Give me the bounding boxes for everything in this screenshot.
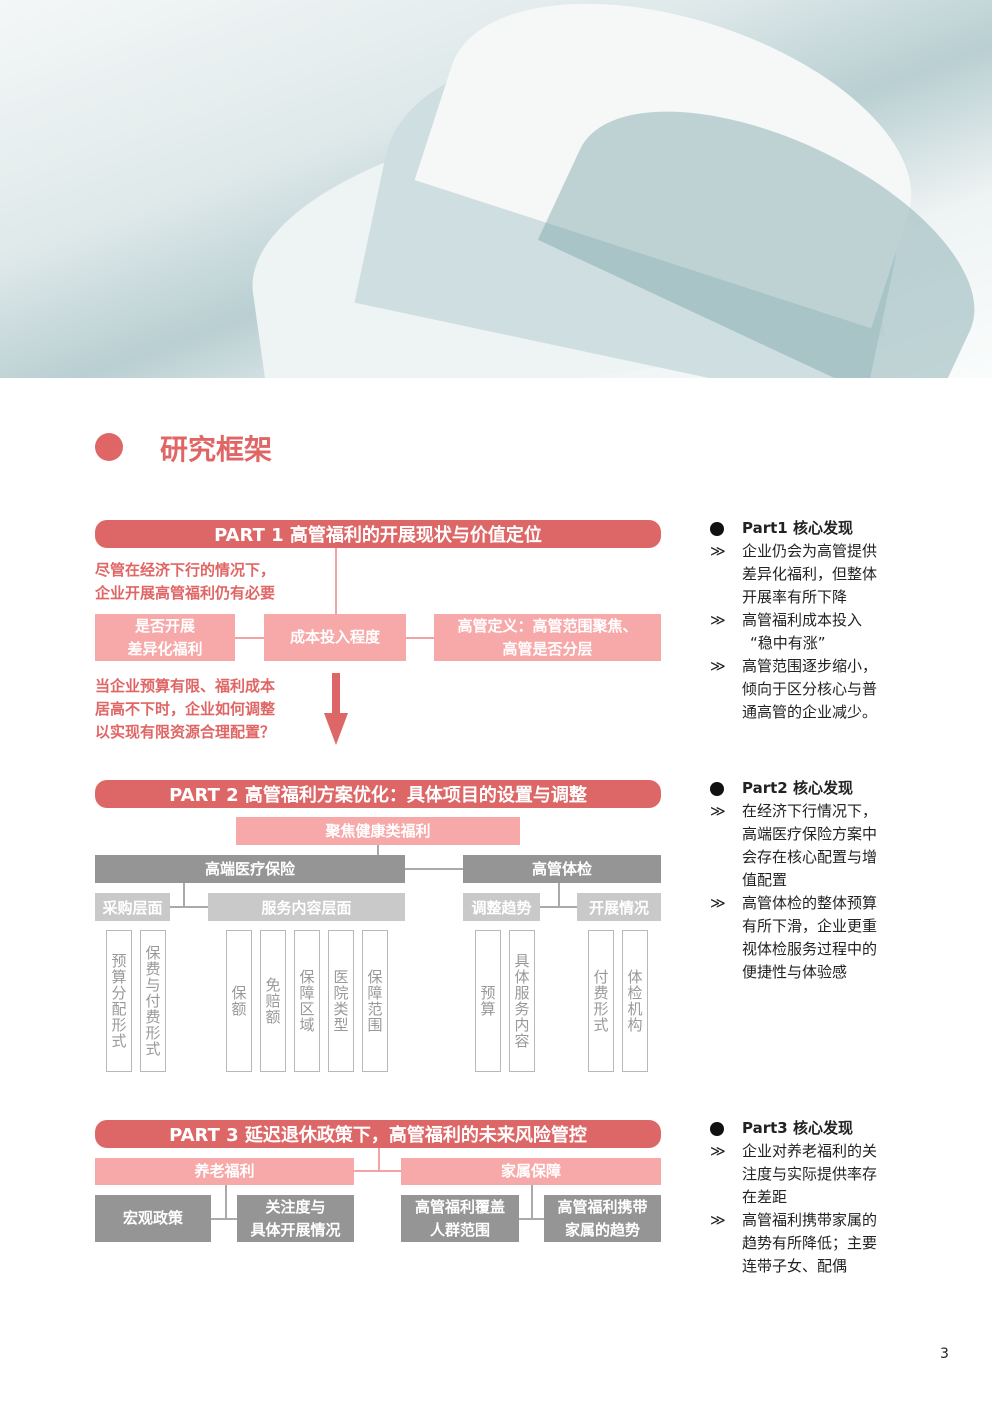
item-cell: 付费形式 xyxy=(588,930,614,1072)
group-high-end-medical: 高端医疗保险 xyxy=(95,855,405,883)
item-cell: 保障范围 xyxy=(362,930,388,1072)
part2-header: PART 2 高管福利方案优化：具体项目的设置与调整 xyxy=(95,780,661,808)
item-cell: 保障区域 xyxy=(294,930,320,1072)
focus-health-benefits: 聚焦健康类福利 xyxy=(236,817,520,845)
double-chevron-right-icon: ≫ xyxy=(710,1211,726,1229)
double-chevron-right-icon: ≫ xyxy=(710,657,726,675)
double-chevron-right-icon: ≫ xyxy=(710,542,726,560)
item-macro-policy: 宏观政策 xyxy=(95,1195,211,1242)
sub-status: 开展情况 xyxy=(577,893,661,921)
item-coverage: 高管福利覆盖人群范围 xyxy=(401,1195,519,1242)
item-cell: 预算分配形式 xyxy=(106,930,132,1072)
double-chevron-right-icon: ≫ xyxy=(710,611,726,629)
item-family-trend: 高管福利携带家属的趋势 xyxy=(544,1195,661,1242)
sub-service-content: 服务内容层面 xyxy=(208,893,405,921)
double-chevron-right-icon: ≫ xyxy=(710,894,726,912)
item-cell: 具体服务内容 xyxy=(509,930,535,1072)
item-cell: 医院类型 xyxy=(328,930,354,1072)
group-pension: 养老福利 xyxy=(95,1158,354,1185)
double-chevron-right-icon: ≫ xyxy=(710,802,726,820)
part1-box-definition: 高管定义：高管范围聚焦、高管是否分层 xyxy=(434,614,661,661)
sub-procurement: 采购层面 xyxy=(95,893,170,921)
down-arrow-icon xyxy=(324,673,348,745)
group-family: 家属保障 xyxy=(401,1158,661,1185)
part3-header: PART 3 延迟退休政策下，高管福利的未来风险管控 xyxy=(95,1120,661,1148)
double-chevron-right-icon: ≫ xyxy=(710,1142,726,1160)
item-attention: 关注度与具体开展情况 xyxy=(237,1195,354,1242)
part1-question: 当企业预算有限、福利成本居高不下时，企业如何调整以实现有限资源合理配置？ xyxy=(95,677,276,741)
header-photo-books xyxy=(0,0,992,378)
part1-intro: 尽管在经济下行的情况下，企业开展高管福利仍有必要 xyxy=(95,561,276,602)
sub-adjust-trend: 调整趋势 xyxy=(463,893,540,921)
item-cell: 预算 xyxy=(475,930,501,1072)
item-cell: 免赔额 xyxy=(260,930,286,1072)
item-cell: 保额 xyxy=(226,930,252,1072)
findings-part3: Part3 核心发现 ≫企业对养老福利的关注度与实际提供率存在差距 ≫高管福利携… xyxy=(708,1117,908,1278)
group-executive-checkup: 高管体检 xyxy=(463,855,661,883)
page-number: 3 xyxy=(940,1346,949,1362)
part1-box-differentiation: 是否开展差异化福利 xyxy=(95,614,235,661)
item-cell: 保费与付费形式 xyxy=(140,930,166,1072)
item-cell: 体检机构 xyxy=(622,930,648,1072)
part1-header: PART 1 高管福利的开展现状与价值定位 xyxy=(95,520,661,548)
findings-part1: Part1 核心发现 ≫企业仍会为高管提供差异化福利，但整体开展率有所下降 ≫高… xyxy=(708,517,908,724)
section-title: 研究框架 xyxy=(160,433,273,466)
part1-box-cost: 成本投入程度 xyxy=(264,614,406,661)
title-bullet xyxy=(95,433,123,461)
findings-part2: Part2 核心发现 ≫在经济下行情况下，高端医疗保险方案中会存在核心配置与增值… xyxy=(708,777,908,984)
